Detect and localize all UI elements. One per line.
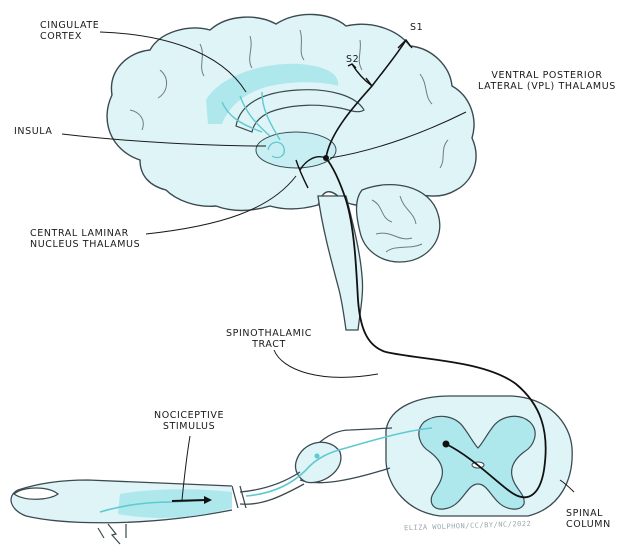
label-s1-text: S1 bbox=[410, 22, 423, 33]
label-central-laminar: CENTRAL LAMINAR NUCLEUS THALAMUS bbox=[30, 228, 140, 250]
label-nociceptive-line2: STIMULUS bbox=[154, 421, 224, 432]
spinal-cord-section bbox=[232, 396, 572, 516]
label-s2: S2 bbox=[346, 54, 359, 65]
dorsal-horn-node bbox=[443, 441, 450, 448]
label-central-laminar-line2: NUCLEUS THALAMUS bbox=[30, 239, 140, 250]
label-nociceptive-stimulus: NOCICEPTIVE STIMULUS bbox=[154, 410, 224, 432]
ganglion bbox=[295, 442, 340, 482]
label-insula-text: INSULA bbox=[14, 126, 53, 137]
label-s2-text: S2 bbox=[346, 54, 359, 65]
vpl-node bbox=[323, 155, 329, 161]
label-vpl-thalamus: VENTRAL POSTERIOR LATERAL (VPL) THALAMUS bbox=[478, 70, 616, 92]
label-insula: INSULA bbox=[14, 126, 53, 137]
label-spinothalamic-line1: SPINOTHALAMIC bbox=[226, 328, 312, 339]
label-spinal-column: SPINAL COLUMN bbox=[566, 508, 611, 530]
brain bbox=[107, 14, 476, 330]
label-central-laminar-line1: CENTRAL LAMINAR bbox=[30, 228, 140, 239]
label-spinal-line1: SPINAL bbox=[566, 508, 611, 519]
finger bbox=[11, 480, 232, 544]
label-cingulate-cortex: CINGULATE CORTEX bbox=[40, 20, 99, 42]
cerebellum bbox=[357, 185, 440, 262]
label-cingulate-line1: CINGULATE bbox=[40, 20, 99, 31]
pain-spark-icon bbox=[98, 524, 126, 544]
label-cingulate-line2: CORTEX bbox=[40, 31, 99, 42]
stimulus-arrow bbox=[172, 500, 206, 501]
label-vpl-line1: VENTRAL POSTERIOR bbox=[478, 70, 616, 81]
label-nociceptive-line1: NOCICEPTIVE bbox=[154, 410, 224, 421]
label-spinal-line2: COLUMN bbox=[566, 519, 611, 530]
peripheral-nerve bbox=[240, 472, 304, 504]
label-spinothalamic-line2: TRACT bbox=[226, 339, 312, 350]
label-s1: S1 bbox=[410, 22, 423, 33]
spinothalamic-leader bbox=[274, 350, 378, 377]
label-spinothalamic-tract: SPINOTHALAMIC TRACT bbox=[226, 328, 312, 350]
label-vpl-line2: LATERAL (VPL) THALAMUS bbox=[478, 81, 616, 92]
ganglion-node bbox=[315, 454, 320, 459]
